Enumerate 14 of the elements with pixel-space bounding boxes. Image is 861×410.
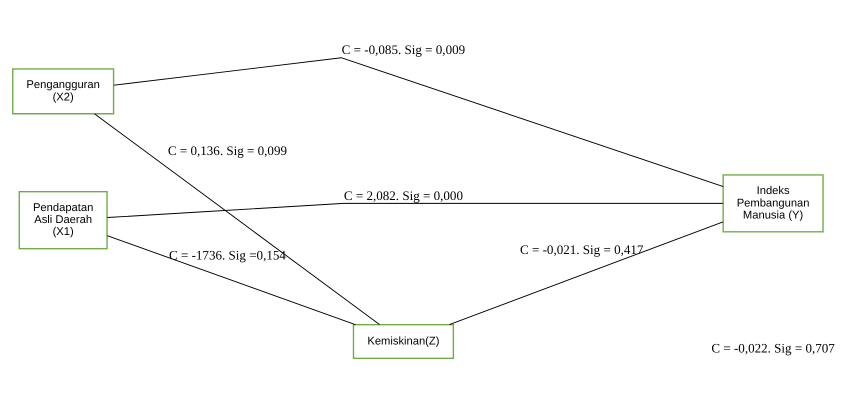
edge-label: C = -0,085. Sig = 0,009 (342, 42, 466, 58)
connector (113, 57, 724, 187)
connector (106, 202, 724, 218)
edge-label: C = -0,021. Sig = 0,417 (520, 242, 644, 257)
node-box: Pengangguran (X2) (12, 68, 114, 114)
connector (94, 113, 380, 325)
label: C = -0,022. Sig = 0,707 (711, 340, 835, 356)
connector (106, 235, 356, 326)
node-box: Pendapatan Asli Daerah (X1) (18, 191, 108, 250)
edge-label: C = 0,136. Sig = 0,099 (168, 143, 288, 158)
edge-label: C = 2,082. Sig = 0,000 (344, 188, 463, 203)
node-box: Kemiskinan(Z) (352, 324, 454, 360)
connector (449, 221, 724, 326)
node-box: Indeks Pembangunan Manusia (Y) (722, 174, 824, 233)
